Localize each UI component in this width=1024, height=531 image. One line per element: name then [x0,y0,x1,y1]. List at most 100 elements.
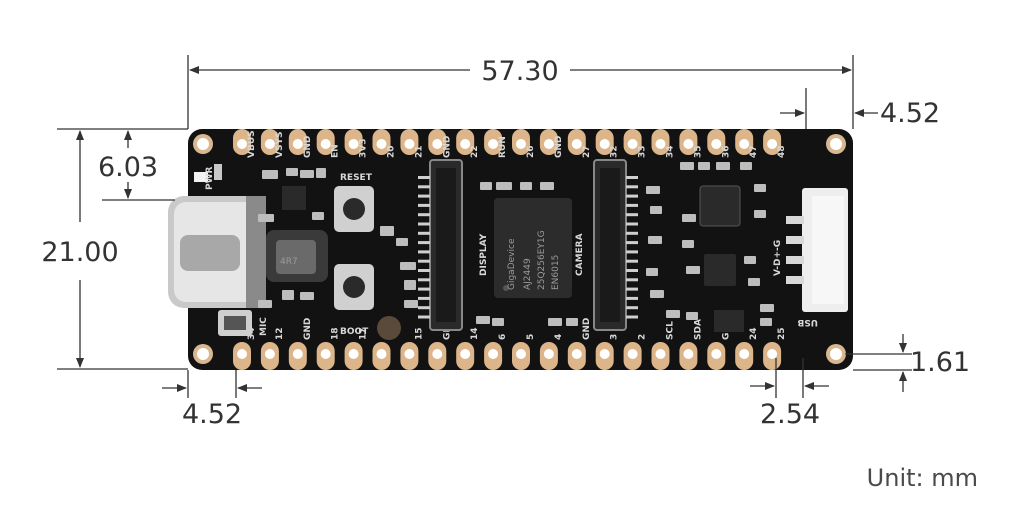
smd-part [740,162,752,170]
fpc-contact [626,213,638,217]
board-height-value: 21.00 [41,237,118,268]
bottom-pin-hole [237,349,247,359]
usb-c-connector [168,196,266,308]
bottom-pin-label: 25 [777,327,787,340]
boot-button: BOOT [334,264,374,337]
usb-label: USB [797,317,818,327]
inductor: 4R7 [266,230,328,282]
smd-part [520,182,532,190]
bottom-pin-hole [683,349,694,359]
bottom-pin-label: SDA [693,319,703,340]
top-pin-label: RUN [498,136,508,158]
fpc-contact [418,185,430,189]
fpc-contact [418,306,430,310]
top-pin-label: GND [303,136,313,158]
top-pin-hole [460,139,471,149]
fpc-contact [626,176,638,179]
fpc-contact [626,296,638,300]
fpc-contact [418,250,430,254]
top-pin-hole [432,139,443,149]
top-pin-hole [320,139,331,149]
smd-part [686,266,700,274]
fpc-contact [626,287,638,291]
dimension-usb-offset: 6.03 [98,130,175,201]
smd-part [300,292,314,300]
bottom-pin-hole [292,349,303,359]
fpc-contact [418,278,430,282]
top-pin-label: 35 [693,145,703,158]
fpc-contact [626,185,638,189]
bottom-pin-hole [460,349,471,359]
top-pin-label: 21 [414,145,424,158]
top-pin-label: 47 [749,145,759,158]
pad-inset-value: 1.61 [910,347,970,378]
bottom-pin-hole [571,349,582,359]
smd-part [480,182,492,190]
chip-line2: 25Q256EY1G [537,230,547,290]
boot-label: BOOT [340,327,369,337]
top-pin-label: GND [442,136,452,158]
top-pin-hole [516,139,526,149]
chip-line3: EN6015 [551,255,561,290]
fpc-contact [418,213,430,217]
fpc-contact [626,241,638,245]
top-pin-label: 33 [638,145,648,158]
top-pin-hole [739,139,750,149]
inductor-label: 4R7 [280,257,298,267]
bottom-pin-hole [543,349,554,359]
top-pin-hole [264,139,275,149]
bottom-pin-label: SCL [666,321,676,340]
bottom-pin-label: 24 [749,327,759,340]
dimension-total-length: 57.30 [187,55,854,129]
bottom-pin-hole [627,349,638,359]
camera-connector: CAMERA [575,159,638,331]
smd-part [380,226,394,236]
bottom-pin-hole [376,349,387,359]
fpc-contact [626,306,638,310]
smd-part [282,290,294,300]
smd-part [682,240,694,248]
top-pin-label: 22 [470,145,480,158]
dimension-pin-pitch: 2.54 [750,358,829,430]
camera-label: CAMERA [575,233,585,276]
smd-part [682,214,696,222]
fpc-contact [418,194,430,198]
fpc-contact [626,278,638,282]
bottom-pin-label: 17 [359,327,369,340]
fpc-contact [626,259,638,263]
fpc-contact [626,194,638,198]
jst-connector: V-D+-G USB [773,188,848,327]
chip-line1: AJ2449 [523,258,533,290]
top-pin-hole [711,139,722,149]
bottom-pin-label: GND [582,318,592,340]
smd-part [646,268,658,276]
fpc-contact [626,315,638,319]
bottom-pin-label: 5 [526,334,536,340]
top-pin-label: 48 [777,145,787,158]
right-offset-value: 4.52 [880,98,940,129]
top-pin-hole [488,139,499,149]
top-pin-hole [543,139,554,149]
sensor-ic [282,185,744,332]
bottom-pin-label: 18 [331,327,341,340]
smd-part [548,318,562,326]
smd-part [666,310,680,318]
bottom-pin-label: 14 [470,327,480,340]
smd-part [650,290,664,298]
smd-part [754,184,766,192]
smd-part [760,304,774,312]
smd-part [262,170,278,179]
fpc-contact [626,269,638,272]
fpc-contact [626,231,638,235]
pwr-label: PWR [205,166,215,190]
dimension-board-height: 21.00 [41,128,188,370]
top-pin-label: 3V3 [359,139,369,159]
smd-part [748,278,760,286]
top-pin-label: GND [554,136,564,158]
bottom-pin-label: 4 [554,334,564,340]
smd-part [686,312,698,320]
top-pin-label: VSYS [275,132,285,158]
top-pin-hole [404,139,415,149]
